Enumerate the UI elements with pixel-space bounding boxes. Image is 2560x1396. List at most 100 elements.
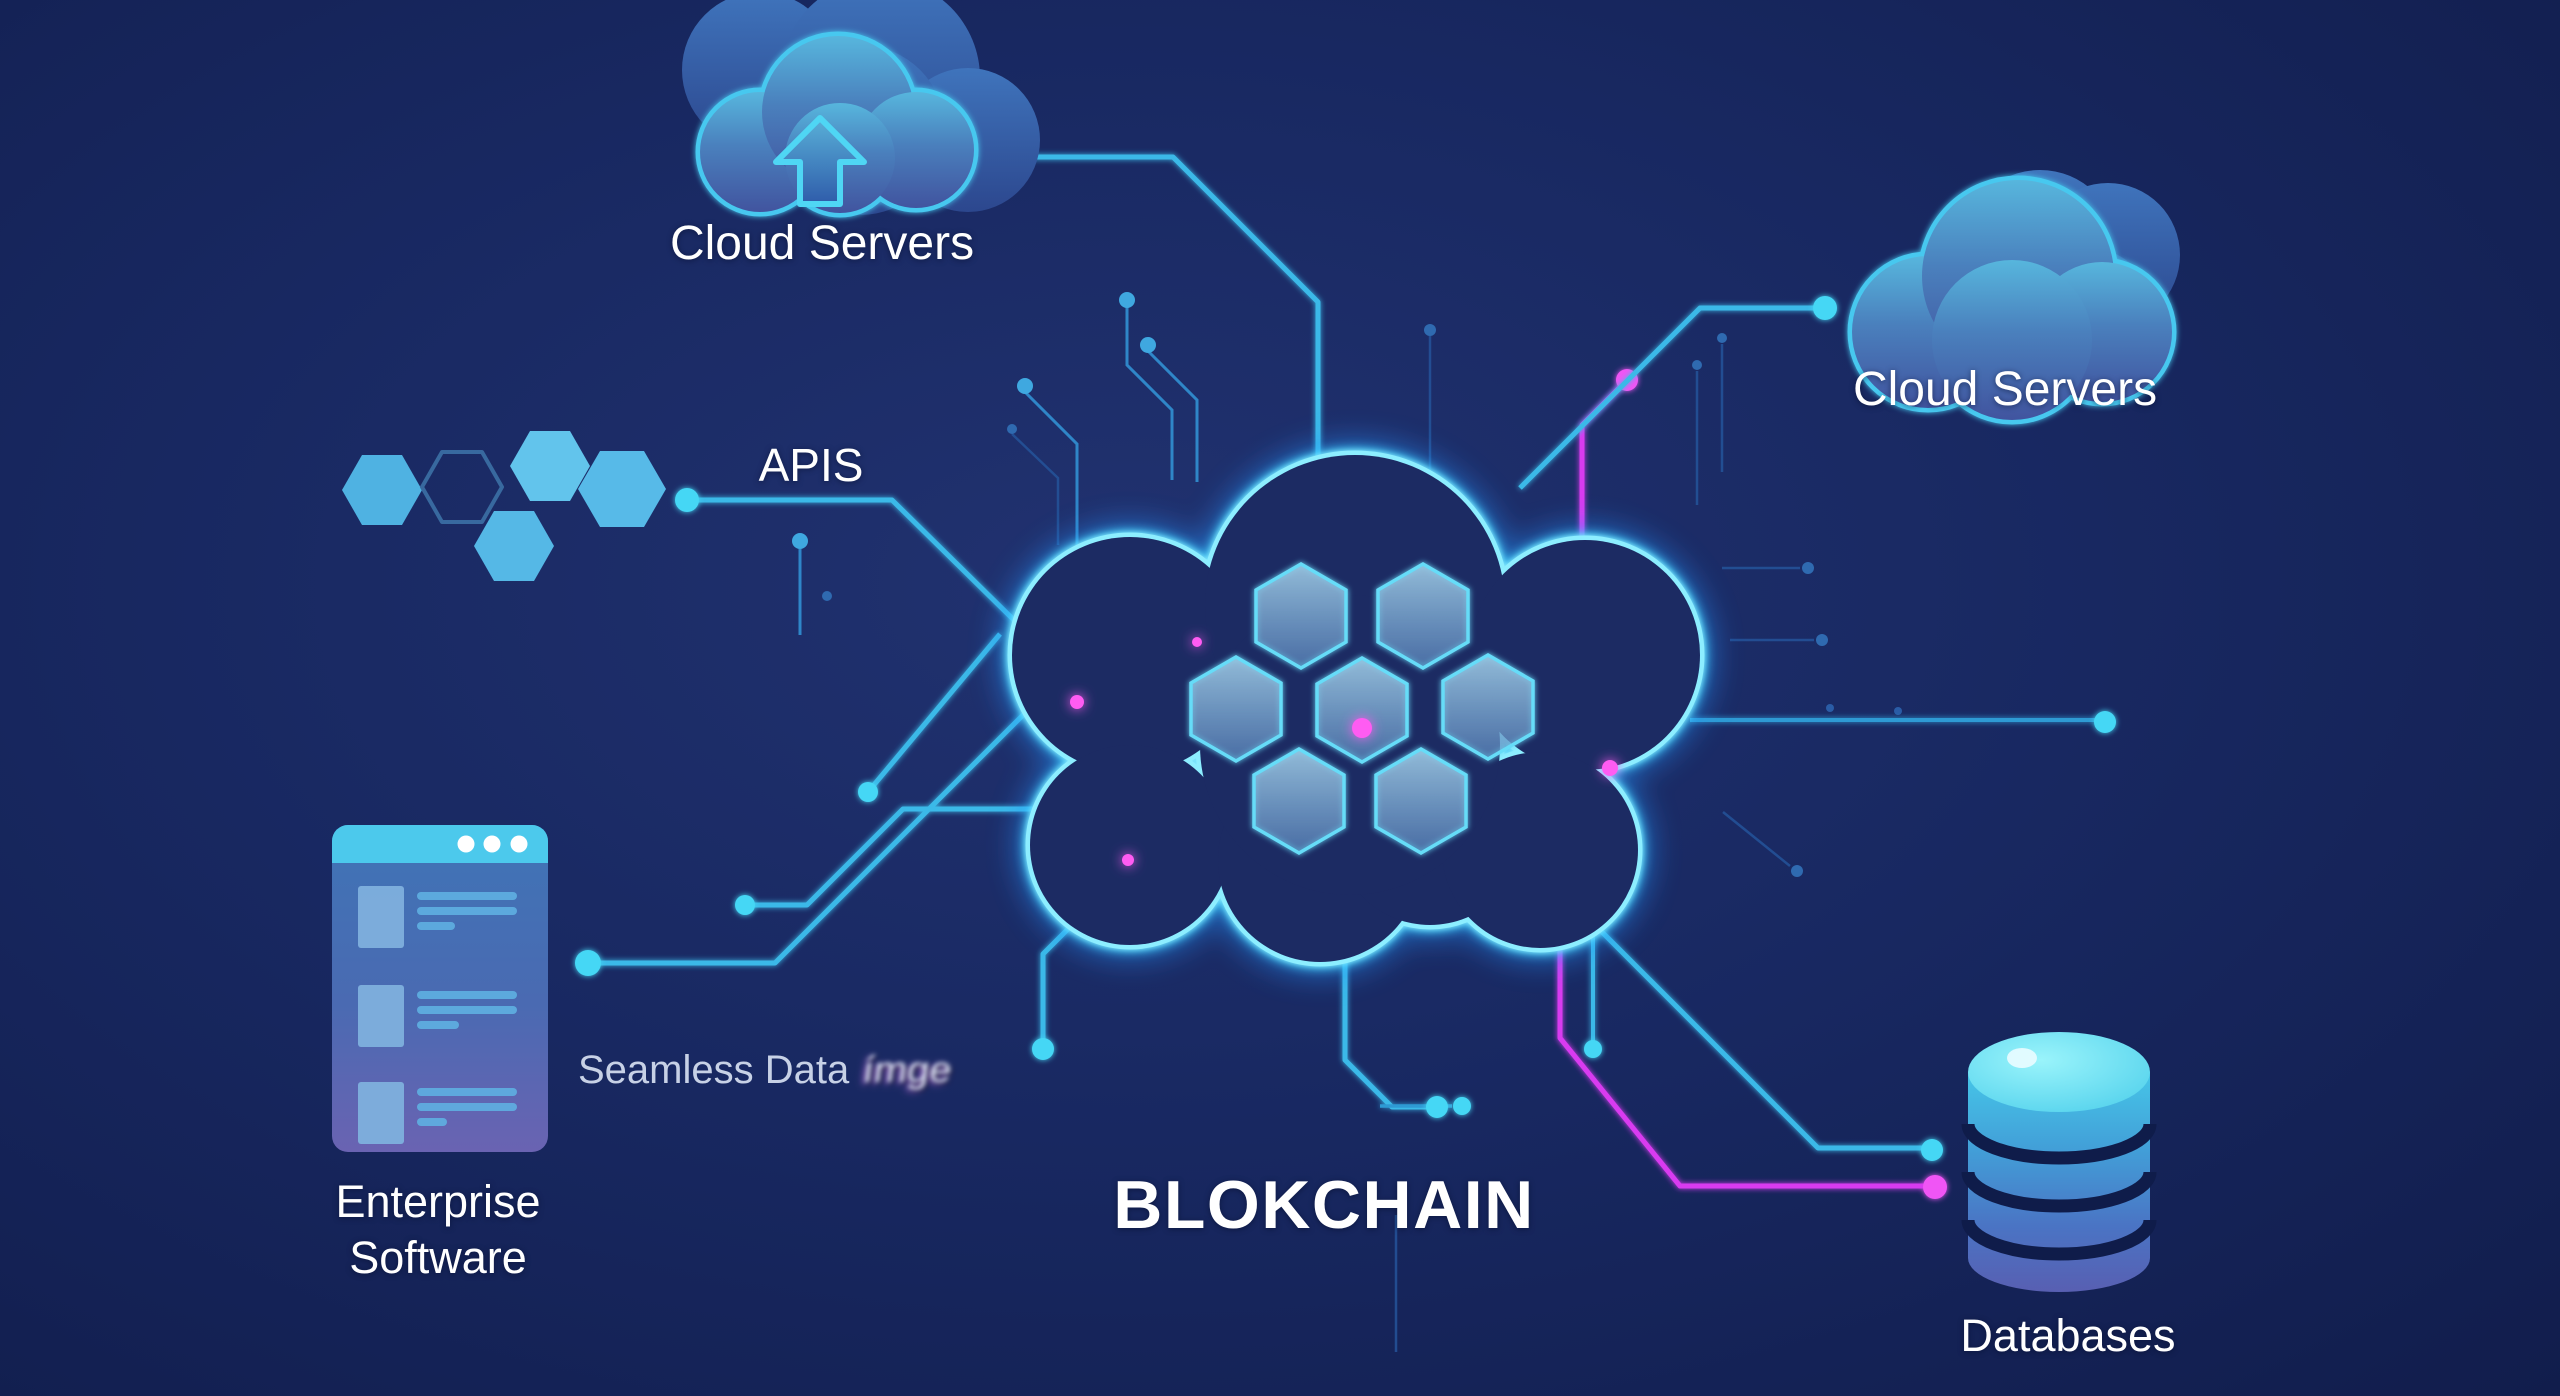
db-body [1968,1072,2150,1292]
hexagon [578,451,666,527]
hexagon [1189,654,1283,764]
enterprise-line2: Software [349,1232,527,1283]
titlebar-dot-icon [510,835,528,853]
node-dot-icon [1140,337,1156,353]
list-line [417,892,517,900]
database-icon [1961,1032,2157,1292]
connector-cloud-left [985,154,1321,470]
connector-cloud-right [1518,305,1825,490]
enterprise-software-label: Enterprise Software [288,1174,588,1286]
hexagon [1441,652,1535,762]
garbled-text: ímge [860,1049,955,1091]
hexagon [510,431,590,501]
list-line [417,1103,517,1111]
node-dot-icon [1584,1040,1602,1058]
blockchain-title: BLOKCHAIN [1113,1167,1535,1243]
thin-connector-dots [792,292,1156,549]
list-thumbnail [358,886,404,948]
node-dot-icon [1791,865,1803,877]
glow-dot-icon [1192,637,1202,647]
node-dot-icon [1426,1096,1448,1118]
upload-arrow-icon [773,115,867,207]
list-thumbnail [358,1082,404,1144]
background-circuit-dots [822,324,1902,877]
connector-apis [687,497,1040,631]
glow-dot-icon [1352,718,1372,738]
list-line [417,1118,447,1126]
node-dot-icon [1894,707,1902,715]
glow-dot-icon [1602,760,1618,776]
node-dot-icon [1032,1038,1054,1060]
db-gap [1961,1123,2157,1165]
seamless-data-text: Seamless Data [578,1048,850,1092]
list-thumbnail [358,985,404,1047]
cloud-servers-left-label: Cloud Servers [669,217,975,270]
hexagon-outline [420,450,504,524]
node-dot-icon [1923,1175,1947,1199]
cloud-upload-icon [682,0,1040,215]
background-circuit-decor [1011,336,1814,1352]
node-dot-icon [735,895,755,915]
node-dot-icon [1007,424,1017,434]
circuit-trace [1722,811,1791,867]
node-dot-icon [1802,562,1814,574]
node-dot-icon [1816,634,1828,646]
db-top [1968,1032,2150,1112]
enterprise-window-icon [332,825,548,1152]
enterprise-line1: Enterprise [335,1176,541,1227]
connector-databases [1553,883,1925,1151]
connector-line [1146,349,1199,482]
db-gap [1961,1171,2157,1213]
list-line [417,907,517,915]
list-line [417,922,455,930]
node-dot-icon [1921,1139,1943,1161]
titlebar-dot-icon [483,835,501,853]
titlebar-dot-icon [457,835,475,853]
hexagon [1254,561,1348,671]
thin-connectors [798,306,1199,635]
list-line [417,1021,459,1029]
node-dot-icon [1424,324,1436,336]
cloud-servers-right-label: Cloud Servers [1852,363,2158,416]
circuit-trace [1011,433,1060,545]
connector-left-mid [745,806,1050,908]
blockchain-hexagons [1189,561,1535,856]
node-dot-icon [2094,711,2116,733]
connector-left-short [866,632,1002,794]
hexagon [1374,746,1468,856]
db-highlight [2007,1048,2037,1068]
node-dot-icon [792,533,808,549]
node-dot-icon [1826,704,1834,712]
node-dot-icon [1017,378,1033,394]
hexagon [342,455,422,525]
node-dot-icon [822,591,832,601]
glow-dot-icon [1122,854,1134,866]
node-dot-icon [858,782,878,802]
node-dot-icon [1717,333,1727,343]
list-line [417,1006,517,1014]
magenta-glow-dots [1070,637,1618,866]
apis-label: APIS [758,439,864,491]
hexagon [1252,746,1346,856]
connector-line [1023,390,1079,575]
node-dot-icon [675,488,699,512]
node-dot-icon [575,950,601,976]
hexagon [474,511,554,581]
node-dot-icon [1692,360,1702,370]
connector-line [1125,306,1174,480]
hexagon [1376,561,1470,671]
hexagon [1315,655,1409,765]
api-hexagons-icon [342,431,666,581]
cyan-connectors [588,154,2098,1151]
list-line [417,991,517,999]
databases-label: Databases [1960,1310,2176,1361]
node-dot-icon [1813,296,1837,320]
node-dot-icon [1453,1097,1471,1115]
node-dot-icon [1119,292,1135,308]
db-gap [1961,1219,2157,1261]
blockchain-cloud-icon [1012,455,1700,962]
glow-dot-icon [1070,695,1084,709]
